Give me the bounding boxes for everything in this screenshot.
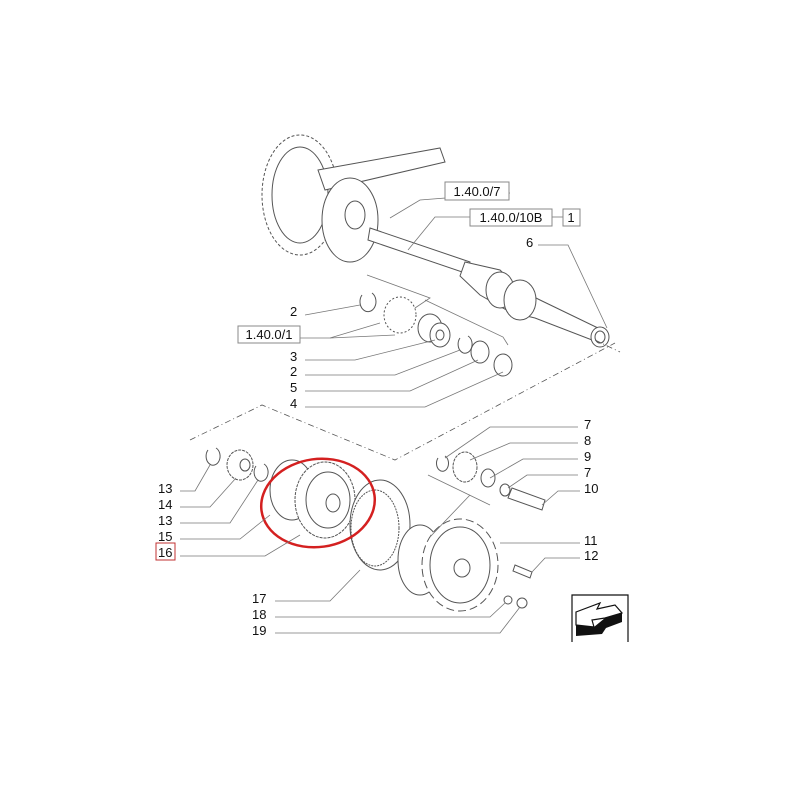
callout-4[interactable]: 4 [290,396,297,411]
highlight-circle [259,457,377,549]
callout-3[interactable]: 3 [290,349,297,364]
leader-lines [180,192,608,634]
callout-11[interactable]: 11 [584,533,598,548]
callout-16[interactable]: 16 [158,545,172,560]
callout-13[interactable]: 13 [158,481,172,496]
callout-10[interactable]: 10 [584,481,598,496]
callout-17[interactable]: 17 [252,591,266,606]
hub-parts-drawing [359,292,513,377]
arrow-back-left-icon[interactable] [571,594,629,642]
callout-6[interactable]: 6 [526,235,533,250]
callout-15[interactable]: 15 [158,529,172,544]
ref-box-1-40-0-1[interactable]: 1.40.0/1 [237,325,301,344]
ref-box-1-40-0-7[interactable]: 1.40.0/7 [444,181,510,201]
callout-12[interactable]: 12 [584,548,598,563]
callout-5[interactable]: 5 [290,380,297,395]
callout-16-box [155,542,176,561]
callout-19[interactable]: 19 [252,623,266,638]
svg-text:1.40.0/1: 1.40.0/1 [246,327,293,342]
axle-shaft-drawing [367,227,610,348]
ref-box-qty: 1 [562,208,581,227]
svg-text:1.40.0/7: 1.40.0/7 [454,184,501,199]
callout-13[interactable]: 13 [158,513,172,528]
svg-text:1.40.0/10B: 1.40.0/10B [480,210,543,225]
hub-housing-drawing [397,518,533,612]
callout-2[interactable]: 2 [290,304,297,319]
svg-text:1: 1 [567,210,574,225]
ring-gear-drawing [261,134,446,263]
right-gear-parts-drawing [436,451,546,511]
callout-9[interactable]: 9 [584,449,591,464]
ref-box-1-40-0-10b[interactable]: 1.40.0/10B [469,208,553,227]
planet-carrier-drawing [269,459,356,539]
assembly-frame-lower [594,339,621,353]
ring-gear-lower-drawing [349,479,411,571]
callouts: 6 2 3 2 5 4 13 14 13 15 16 7 8 9 7 10 11… [155,235,598,638]
planet-gear-parts-drawing [205,447,269,482]
callout-14[interactable]: 14 [158,497,172,512]
callout-7[interactable]: 7 [584,465,591,480]
callout-7[interactable]: 7 [584,417,591,432]
callout-18[interactable]: 18 [252,607,266,622]
callout-8[interactable]: 8 [584,433,591,448]
assembly-frame-upper [189,342,616,461]
callout-2[interactable]: 2 [290,364,297,379]
